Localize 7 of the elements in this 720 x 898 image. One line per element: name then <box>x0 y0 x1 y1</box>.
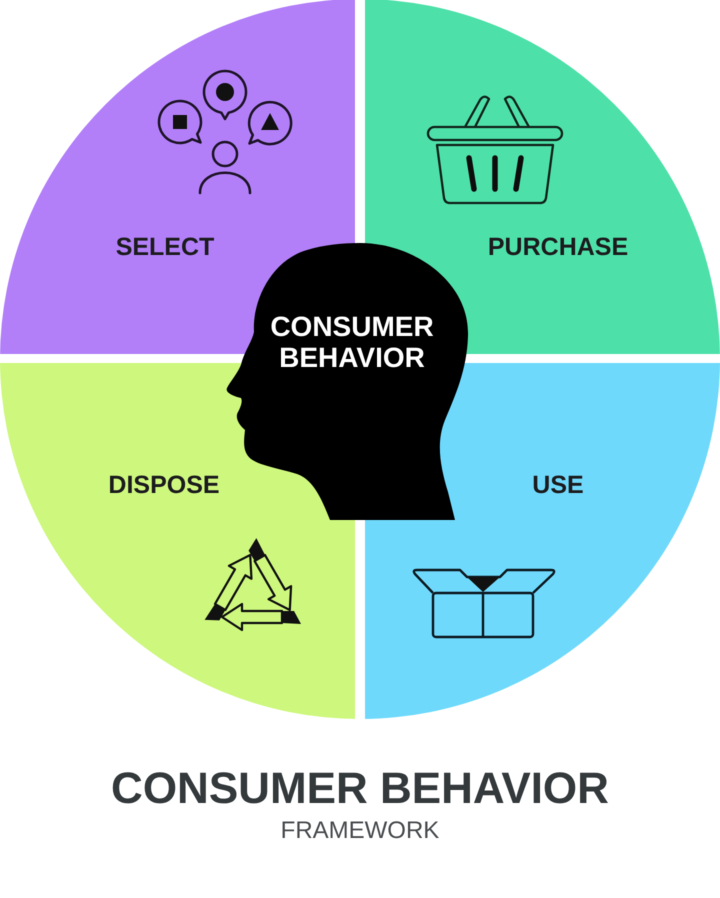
segment-label: PURCHASE <box>488 232 628 262</box>
segment-label: SELECT <box>116 232 214 262</box>
diagram-title: CONSUMER BEHAVIOR <box>110 763 610 815</box>
segment-label: USE <box>532 470 584 500</box>
segment-label: DISPOSE <box>108 470 220 500</box>
subtitle-text: FRAMEWORK <box>280 817 440 845</box>
head-label: CONSUMER BEHAVIOR <box>269 311 435 373</box>
